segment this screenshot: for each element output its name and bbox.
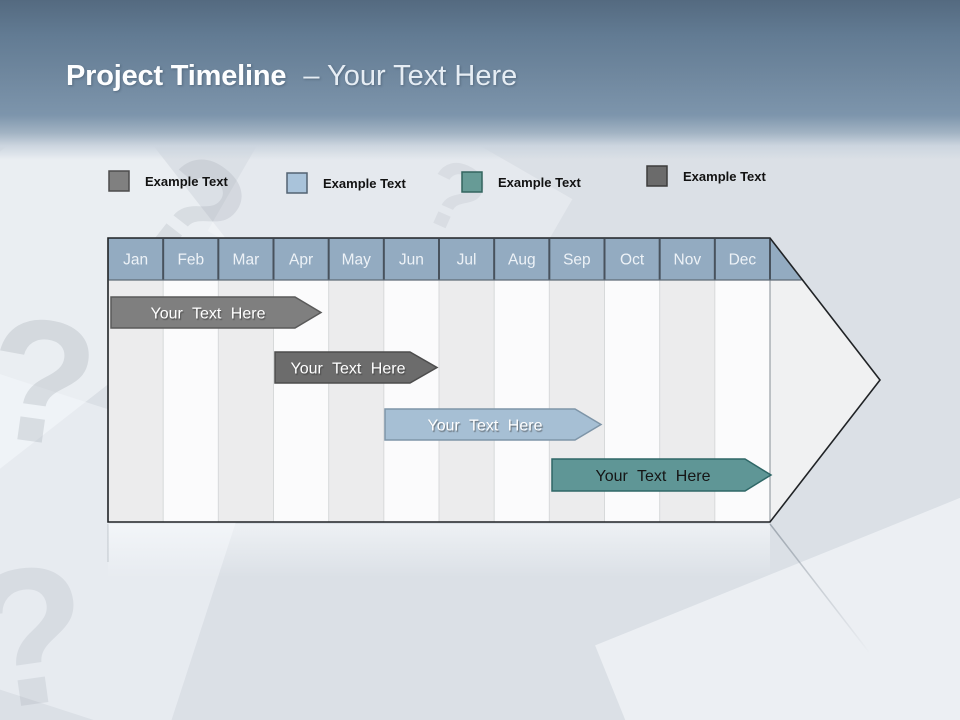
task-bar-label: Your Text Here [151,306,266,323]
legend-swatch-gray [108,170,130,192]
month-label: Oct [620,252,645,269]
legend-item-blue: Example Text [286,172,406,194]
month-label: Jun [399,252,424,269]
task-bar-label: Your Text Here [291,361,406,378]
month-label: Aug [508,252,536,269]
task-bar-label: Your Text Here [428,418,543,435]
month-label: Jul [457,252,477,269]
legend-label: Example Text [498,174,581,190]
page-title: Project Timeline – Your Text Here [66,60,517,93]
month-labels: Jan Feb Mar Apr May Jun Jul Aug Sep Oct … [123,252,756,269]
month-header-separators [162,239,771,280]
task-bar-shape [110,296,323,329]
task-bar-label: Your Text Here [596,468,711,485]
task-bar-shape [551,458,773,492]
legend-label: Example Text [323,175,406,191]
month-header-band [108,238,803,280]
month-label: Jan [123,252,148,269]
legend-label: Example Text [683,168,766,184]
legend-swatch-blue [286,172,308,194]
month-label: Nov [674,252,702,269]
month-label: Feb [177,252,204,269]
month-label: Sep [563,252,591,269]
task-bar-2: Your Text Here [274,351,439,384]
month-label: Mar [233,252,260,269]
table-reflection [107,523,873,657]
legend-item-teal: Example Text [461,171,581,193]
task-bar-1: Your Text Here [110,296,323,329]
title-subtitle-text: – Your Text Here [303,60,518,92]
legend-swatch-teal [461,171,483,193]
legend-item-gray: Example Text [108,170,228,192]
legend-swatch-darkgray [646,165,668,187]
arrow-outline [107,237,882,523]
task-bar-4: Your Text Here [551,458,773,492]
task-bar-3: Your Text Here [384,408,603,441]
month-label: May [342,252,372,269]
title-bold-text: Project Timeline [66,60,287,92]
legend-label: Example Text [145,173,228,189]
month-label: Apr [289,252,313,269]
task-bar-shape [274,351,439,384]
task-bar-shape [384,408,603,441]
legend-item-darkgray: Example Text [646,165,766,187]
month-label: Dec [729,252,757,269]
